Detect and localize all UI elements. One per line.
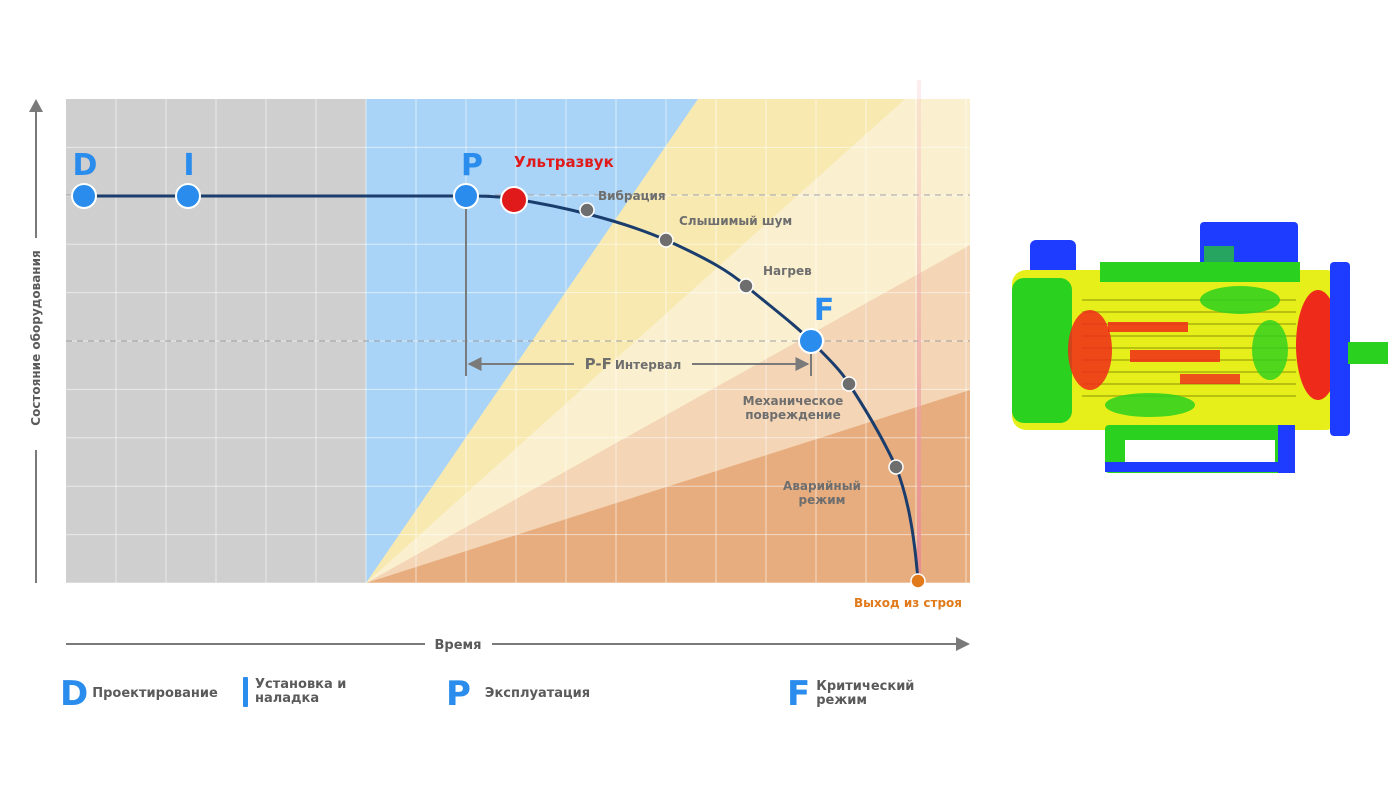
label-mechanical-damage-1: Механическое [743,394,844,408]
zones [66,99,970,583]
legend-critical-line1: Критический [816,679,915,694]
pf-word: Интервал [615,358,682,372]
thermal-motor-image [1012,222,1388,473]
letter-f: F [814,293,835,328]
legend-letter-i [243,677,248,707]
label-heating: Нагрев [763,264,812,278]
letter-i: I [183,148,194,183]
legend-text-critical: Критический режим [816,680,914,708]
legend-design: D Проектирование [60,677,218,711]
legend-text-install: Установка и наладка [255,678,346,706]
point-i [175,183,201,209]
label-vibration: Вибрация [598,189,666,203]
point-emergency [888,459,904,475]
letter-d: D [73,148,98,183]
x-axis-label: Время [434,638,481,653]
legend-install-line1: Установка и [255,677,347,692]
x-axis-arrow [956,637,970,651]
legend-letter-d: D [60,674,89,714]
legend-operation: P Эксплуатация [446,677,590,711]
pf-prefix: P-F [585,355,612,373]
legend-text-design: Проектирование [92,687,218,701]
point-ultrasound [500,186,528,214]
point-mechanical-damage [841,376,857,392]
legend-critical: F Критический режим [787,677,914,711]
point-failure [910,573,926,589]
point-vibration [579,202,595,218]
point-audible-noise [658,232,674,248]
label-emergency-1: Аварийный [783,479,861,493]
legend-letter-f: F [787,674,811,714]
failure-line [917,80,921,583]
label-mechanical-damage-2: повреждение [745,408,840,422]
point-p [453,183,479,209]
label-ultrasound: Ультразвук [514,153,614,171]
label-audible-noise: Слышимый шум [679,214,792,228]
legend-text-operation: Эксплуатация [485,687,590,701]
label-emergency-2: режим [799,493,846,507]
label-failure: Выход из строя [854,596,962,610]
legend-install-line2: наладка [255,691,320,706]
legend-install: Установка и наладка [243,677,346,707]
point-d [71,183,97,209]
legend-letter-p: P [446,674,471,714]
point-f [798,328,824,354]
legend-critical-line2: режим [816,693,868,708]
y-axis-arrow [29,99,43,112]
legend-operation-line1: Эксплуатация [484,686,591,701]
legend-design-line1: Проектирование [92,686,218,701]
letter-p: P [461,148,483,183]
y-axis-label: Состояние оборудования [29,250,43,425]
point-heating [738,278,754,294]
